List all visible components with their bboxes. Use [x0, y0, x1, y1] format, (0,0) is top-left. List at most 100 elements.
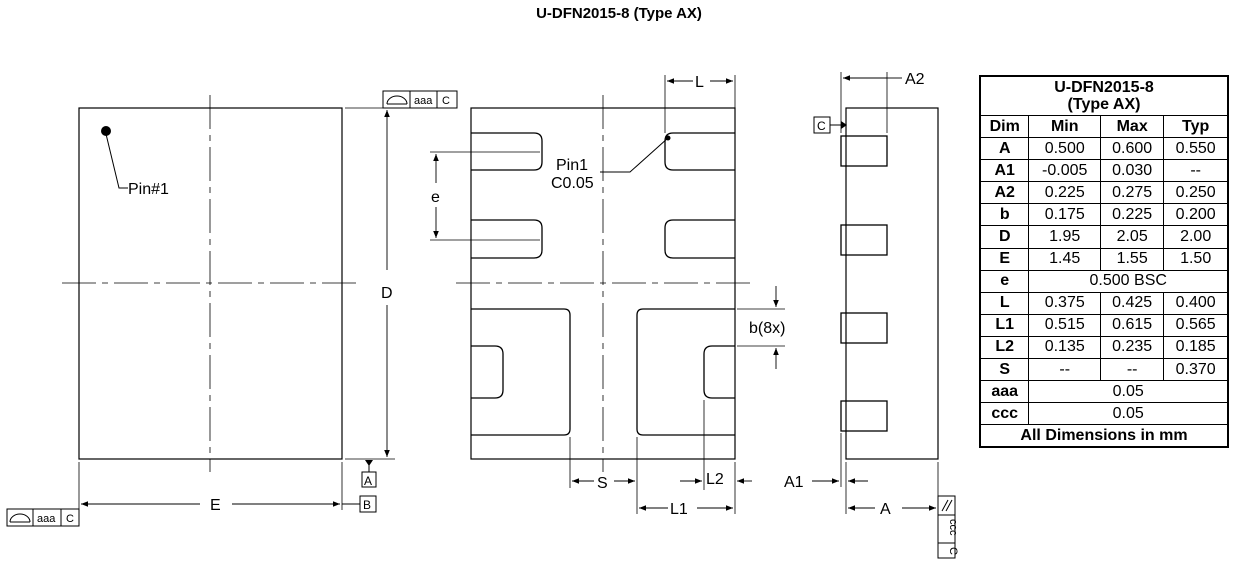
top-view-body	[78, 107, 343, 460]
surface-profile-icon	[9, 513, 31, 523]
table-cell-max: 0.600	[1099, 137, 1165, 161]
tolerance-side-value: ccc	[947, 519, 959, 536]
l1-label: L1	[670, 501, 688, 518]
datum-c-triangle	[841, 121, 847, 129]
side-terminal-2	[840, 224, 888, 256]
pad-pin-2	[471, 219, 543, 259]
table-cell-max: 0.235	[1099, 335, 1165, 360]
table-cell-min: 1.45	[1028, 247, 1101, 271]
d-label: D	[381, 285, 393, 302]
table-cell-min: 0.515	[1028, 313, 1101, 337]
table-cell-max: 0.030	[1099, 159, 1165, 183]
pin1-marker-label: Pin#1	[128, 181, 169, 198]
surface-profile-icon	[386, 95, 408, 105]
table-title-line1: U-DFN2015-8	[1054, 79, 1154, 96]
table-cell-dim: S	[979, 358, 1030, 382]
side-terminal-4	[840, 400, 888, 432]
tolerance-left-datum: C	[66, 513, 74, 525]
s-label: S	[597, 475, 608, 492]
table-cell-dim: L2	[979, 335, 1030, 360]
a-label: A	[880, 501, 891, 518]
chamfer-label: C0.05	[551, 175, 594, 192]
tolerance-left-value: aaa	[37, 513, 56, 525]
table-cell-value: 0.05	[1028, 402, 1229, 426]
tolerance-frame-left: aaa C	[6, 508, 80, 527]
tolerance-frame-top: aaa C	[382, 90, 458, 109]
table-cell-min: 0.175	[1028, 203, 1101, 227]
a2-label: A2	[905, 71, 925, 88]
table-cell-min: -0.005	[1028, 159, 1101, 183]
table-row: S----0.370	[979, 358, 1229, 382]
table-header-typ: Typ	[1163, 114, 1229, 139]
datum-a-box	[361, 471, 377, 488]
table-footer: All Dimensions in mm	[979, 424, 1229, 448]
table-header-row: Dim Min Max Typ	[979, 114, 1229, 139]
table-cell-max: 2.05	[1099, 225, 1165, 249]
datum-b-box	[359, 495, 377, 513]
table-cell-max: 0.275	[1099, 181, 1165, 205]
side-terminal-3	[840, 312, 888, 344]
l2-label: L2	[706, 471, 724, 488]
table-cell-typ: 2.00	[1163, 225, 1229, 249]
table-cell-typ: --	[1163, 159, 1229, 183]
table-cell-typ: 0.370	[1163, 358, 1229, 382]
tolerance-top-value: aaa	[414, 95, 433, 107]
table-cell-dim: e	[979, 269, 1030, 293]
bottom-view: e L Pin1 C0.05 b(8x) S L2 L1	[430, 74, 785, 518]
table-cell-typ: 0.185	[1163, 335, 1229, 360]
table-cell-value: 0.05	[1028, 380, 1229, 404]
pad-large-left	[471, 308, 571, 436]
drawing-title: U-DFN2015-8 (Type AX)	[536, 5, 702, 22]
e-pitch-label: e	[431, 189, 440, 206]
a1-label: A1	[784, 474, 804, 491]
table-cell-typ: 1.50	[1163, 247, 1229, 271]
table-cell-dim: aaa	[979, 380, 1030, 404]
table-cell-min: 0.225	[1028, 181, 1101, 205]
datum-b-label: B	[363, 498, 371, 512]
datum-c-label: C	[817, 119, 826, 133]
b-label: b(8x)	[749, 320, 785, 337]
pin1-dot	[101, 126, 111, 136]
pin1-chamfer-leader	[600, 137, 669, 173]
table-cell-typ: 0.565	[1163, 313, 1229, 337]
table-cell-dim: D	[979, 225, 1030, 249]
side-view: A2 C A1 A ccc C	[784, 71, 959, 559]
table-cell-dim: L1	[979, 313, 1030, 337]
pad-pin-8	[664, 132, 735, 171]
tolerance-top-datum: C	[442, 95, 450, 107]
table-cell-typ: 0.400	[1163, 291, 1229, 315]
top-view: Pin#1 D E A B aaa C	[6, 90, 458, 527]
datum-a-label: A	[364, 474, 372, 488]
table-cell-value: 0.500 BSC	[1028, 269, 1229, 293]
pin1-label: Pin1	[556, 157, 588, 174]
pad-large-right	[636, 308, 735, 436]
table-cell-min: 0.500	[1028, 137, 1101, 161]
table-cell-dim: A	[979, 137, 1030, 161]
table-cell-max: 0.425	[1099, 291, 1165, 315]
table-cell-typ: 0.200	[1163, 203, 1229, 227]
table-cell-max: 1.55	[1099, 247, 1165, 271]
side-terminal-1	[840, 135, 888, 167]
table-cell-min: 0.375	[1028, 291, 1101, 315]
pin1-leader	[105, 133, 128, 189]
tolerance-side-datum: C	[947, 547, 959, 555]
table-header-dim: Dim	[979, 114, 1030, 139]
table-header-min: Min	[1028, 114, 1101, 139]
table-cell-typ: 0.550	[1163, 137, 1229, 161]
datum-a-triangle	[365, 460, 373, 466]
table-cell-dim: E	[979, 247, 1030, 271]
side-view-body	[845, 107, 939, 460]
table-cell-dim: b	[979, 203, 1030, 227]
table-cell-min: --	[1028, 358, 1101, 382]
